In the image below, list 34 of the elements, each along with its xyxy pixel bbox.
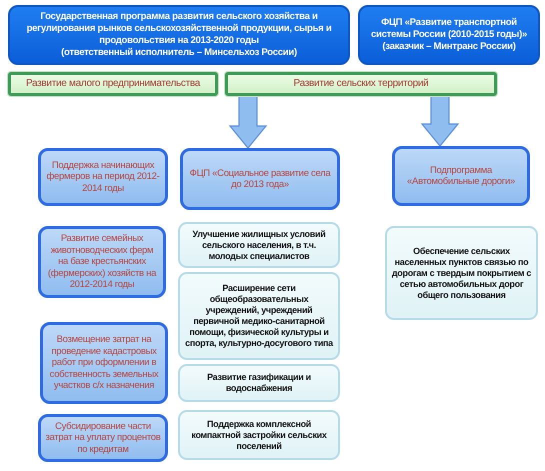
program-title: Государственная программа развития сельского хозяйства и регулирования рынков сельскохозяйственной продукции, сырья и продовольствия на 2013-2020 годы bbox=[26, 11, 332, 47]
subprogram-label: ФЦП «Социальное развитие села до 2013 года» bbox=[188, 168, 332, 190]
subprogram-label: Поддержка начинающих фермеров на период 2012-2014 годы bbox=[46, 160, 160, 194]
measure-text: Развитие газификации и водоснабжения bbox=[206, 372, 312, 394]
measure-box bbox=[178, 410, 340, 460]
measure-box bbox=[178, 222, 340, 268]
direction-box bbox=[225, 72, 497, 96]
subprogram-label: Подпрограмма «Автомобильные дороги» bbox=[406, 164, 516, 188]
program-box bbox=[8, 5, 350, 65]
subprogram-label: Развитие семейных животноводческих ферм на базе крестьянских (фермерских) хозяйств на 2012-2014 годы bbox=[46, 233, 158, 291]
measure-box bbox=[385, 226, 538, 320]
block-arrow bbox=[228, 95, 268, 149]
subprogram-box bbox=[38, 414, 168, 462]
program-title: ФЦП «Развитие транспортной системы России (2010-2015 годы)» bbox=[370, 17, 528, 41]
direction-box bbox=[8, 72, 218, 96]
subprogram-box bbox=[38, 148, 168, 206]
subprogram-label: Субсидирование части затрат на уплату процентов по кредитам bbox=[45, 420, 161, 456]
subprogram-box bbox=[38, 226, 166, 298]
subprogram-box bbox=[180, 148, 340, 210]
block-arrow bbox=[420, 95, 460, 147]
program-box bbox=[358, 5, 540, 65]
subprogram-label: Возмещение затрат на проведение кадастровых работ при оформлении в собственность земельных участков с/х назначения bbox=[48, 334, 160, 392]
direction-label: Развитие сельских территорий bbox=[294, 78, 428, 90]
subprogram-box bbox=[392, 146, 530, 206]
direction-label: Развитие малого предпринимательства bbox=[26, 78, 200, 90]
subprogram-box bbox=[40, 322, 168, 404]
measure-box bbox=[178, 364, 340, 402]
measure-text: Расширение сети общеобразовательных учреждений, учреждений первичной медико-санитарной помощи, физической культуры и спорта, культурно-досугового типа bbox=[184, 283, 334, 349]
measure-text: Улучшение жилищных условий сельского населения, в т.ч. молодых специалистов bbox=[192, 228, 326, 262]
measure-text: Обеспечение сельских населенных пунктов связью по дорогам с твердым покрытием с сетью автомобильных дорог общего пользования bbox=[391, 246, 532, 300]
program-title: (заказчик – Минтранс России) bbox=[382, 41, 516, 53]
measure-text: Поддержка комплексной компактной застройки сельских поселений bbox=[190, 418, 328, 452]
program-title: (ответственный исполнитель – Минсельхоз России) bbox=[61, 47, 297, 59]
measure-box bbox=[178, 272, 340, 360]
